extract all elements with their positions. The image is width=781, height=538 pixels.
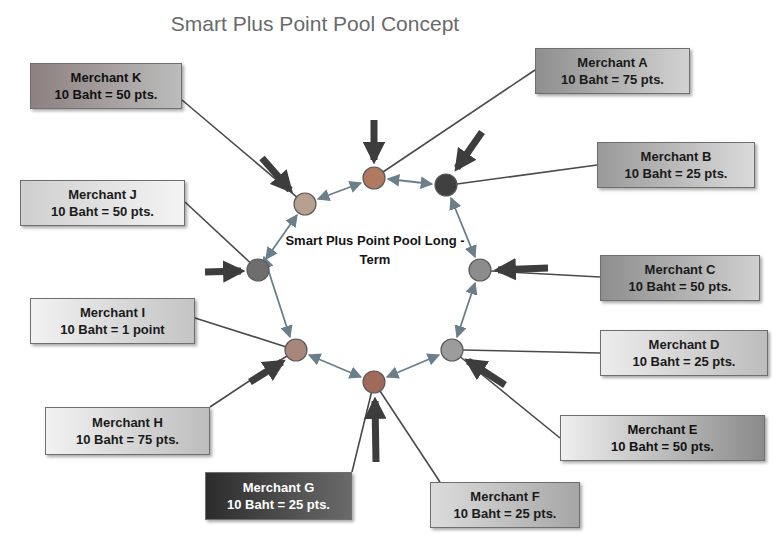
point-rate: 10 Baht = 25 pts. <box>633 353 736 370</box>
merchant-box: Merchant E10 Baht = 50 pts. <box>560 415 765 461</box>
pool-circle <box>441 339 463 361</box>
merchant-box: Merchant A10 Baht = 75 pts. <box>535 48 690 94</box>
point-rate: 10 Baht = 50 pts. <box>51 203 154 220</box>
sphere-shape <box>207 107 543 443</box>
input-arrow <box>205 271 241 272</box>
leader-line <box>195 318 286 347</box>
pool-circle <box>469 259 491 281</box>
point-rate: 10 Baht = 50 pts. <box>629 278 732 295</box>
input-arrow <box>262 158 290 190</box>
merchant-name: Merchant I <box>80 304 145 321</box>
leader-lines <box>182 70 600 482</box>
ring-arrow <box>318 183 361 199</box>
point-rate: 10 Baht = 25 pts. <box>625 165 728 182</box>
leader-line <box>380 391 440 482</box>
point-rate: 10 Baht = 50 pts. <box>611 438 714 455</box>
ring-arrow <box>457 283 475 337</box>
merchant-box: Merchant I10 Baht = 1 point <box>30 298 195 344</box>
pool-circle <box>294 193 316 215</box>
merchant-name: Merchant C <box>645 261 716 278</box>
pool-circle <box>363 167 385 189</box>
merchant-box: Merchant D10 Baht = 25 pts. <box>600 330 768 376</box>
point-rate: 10 Baht = 50 pts. <box>55 86 158 103</box>
merchant-name: Merchant G <box>243 479 315 496</box>
input-arrow <box>250 362 282 382</box>
ring-circles <box>247 167 491 393</box>
leader-line <box>210 356 287 407</box>
point-rate: 10 Baht = 1 point <box>60 321 164 338</box>
diagram-title: Smart Plus Point Pool Concept <box>150 12 480 36</box>
input-arrow <box>371 120 378 160</box>
leader-line <box>185 202 250 263</box>
merchant-name: Merchant K <box>71 69 142 86</box>
ring-arrow <box>309 355 361 377</box>
merchant-name: Merchant E <box>627 421 697 438</box>
input-arrow <box>457 132 482 168</box>
ring-arrow <box>388 179 432 184</box>
merchant-name: Merchant J <box>68 186 137 203</box>
merchant-name: Merchant B <box>641 148 712 165</box>
pool-circle <box>247 259 269 281</box>
leader-line <box>461 357 561 438</box>
leader-line <box>463 350 600 353</box>
merchant-box: Merchant F10 Baht = 25 pts. <box>430 482 580 528</box>
pool-label: Smart Plus Point Pool Long - Term <box>285 231 465 269</box>
input-arrow <box>498 268 548 270</box>
point-rate: 10 Baht = 25 pts. <box>227 496 330 513</box>
ring-arrows <box>264 179 475 377</box>
merchant-box: Merchant B10 Baht = 25 pts. <box>597 142 755 188</box>
merchant-box: Merchant H10 Baht = 75 pts. <box>45 407 210 455</box>
leader-line <box>383 70 535 172</box>
leader-line <box>182 100 297 197</box>
pool-circle <box>363 371 385 393</box>
input-arrows <box>205 120 548 462</box>
input-arrow <box>375 401 376 462</box>
pool-circle <box>435 174 457 196</box>
point-rate: 10 Baht = 75 pts. <box>561 71 664 88</box>
merchant-box: Merchant J10 Baht = 50 pts. <box>20 180 185 226</box>
point-rate: 10 Baht = 75 pts. <box>76 431 179 448</box>
ring-arrow <box>387 355 439 377</box>
leader-line <box>457 165 597 184</box>
input-arrow <box>468 361 505 385</box>
merchant-box: Merchant C10 Baht = 50 pts. <box>600 255 760 301</box>
leader-line <box>352 393 371 472</box>
merchant-name: Merchant F <box>470 488 539 505</box>
merchant-name: Merchant D <box>649 336 720 353</box>
merchant-box: Merchant K10 Baht = 50 pts. <box>30 63 182 109</box>
merchant-name: Merchant H <box>92 414 163 431</box>
pool-circle <box>285 339 307 361</box>
ring-arrow <box>451 198 475 257</box>
point-rate: 10 Baht = 25 pts. <box>454 505 557 522</box>
point-pool-sphere: Smart Plus Point Pool Long - Term <box>207 107 543 443</box>
merchant-box: Merchant G10 Baht = 25 pts. <box>205 472 352 520</box>
merchant-name: Merchant A <box>577 54 647 71</box>
